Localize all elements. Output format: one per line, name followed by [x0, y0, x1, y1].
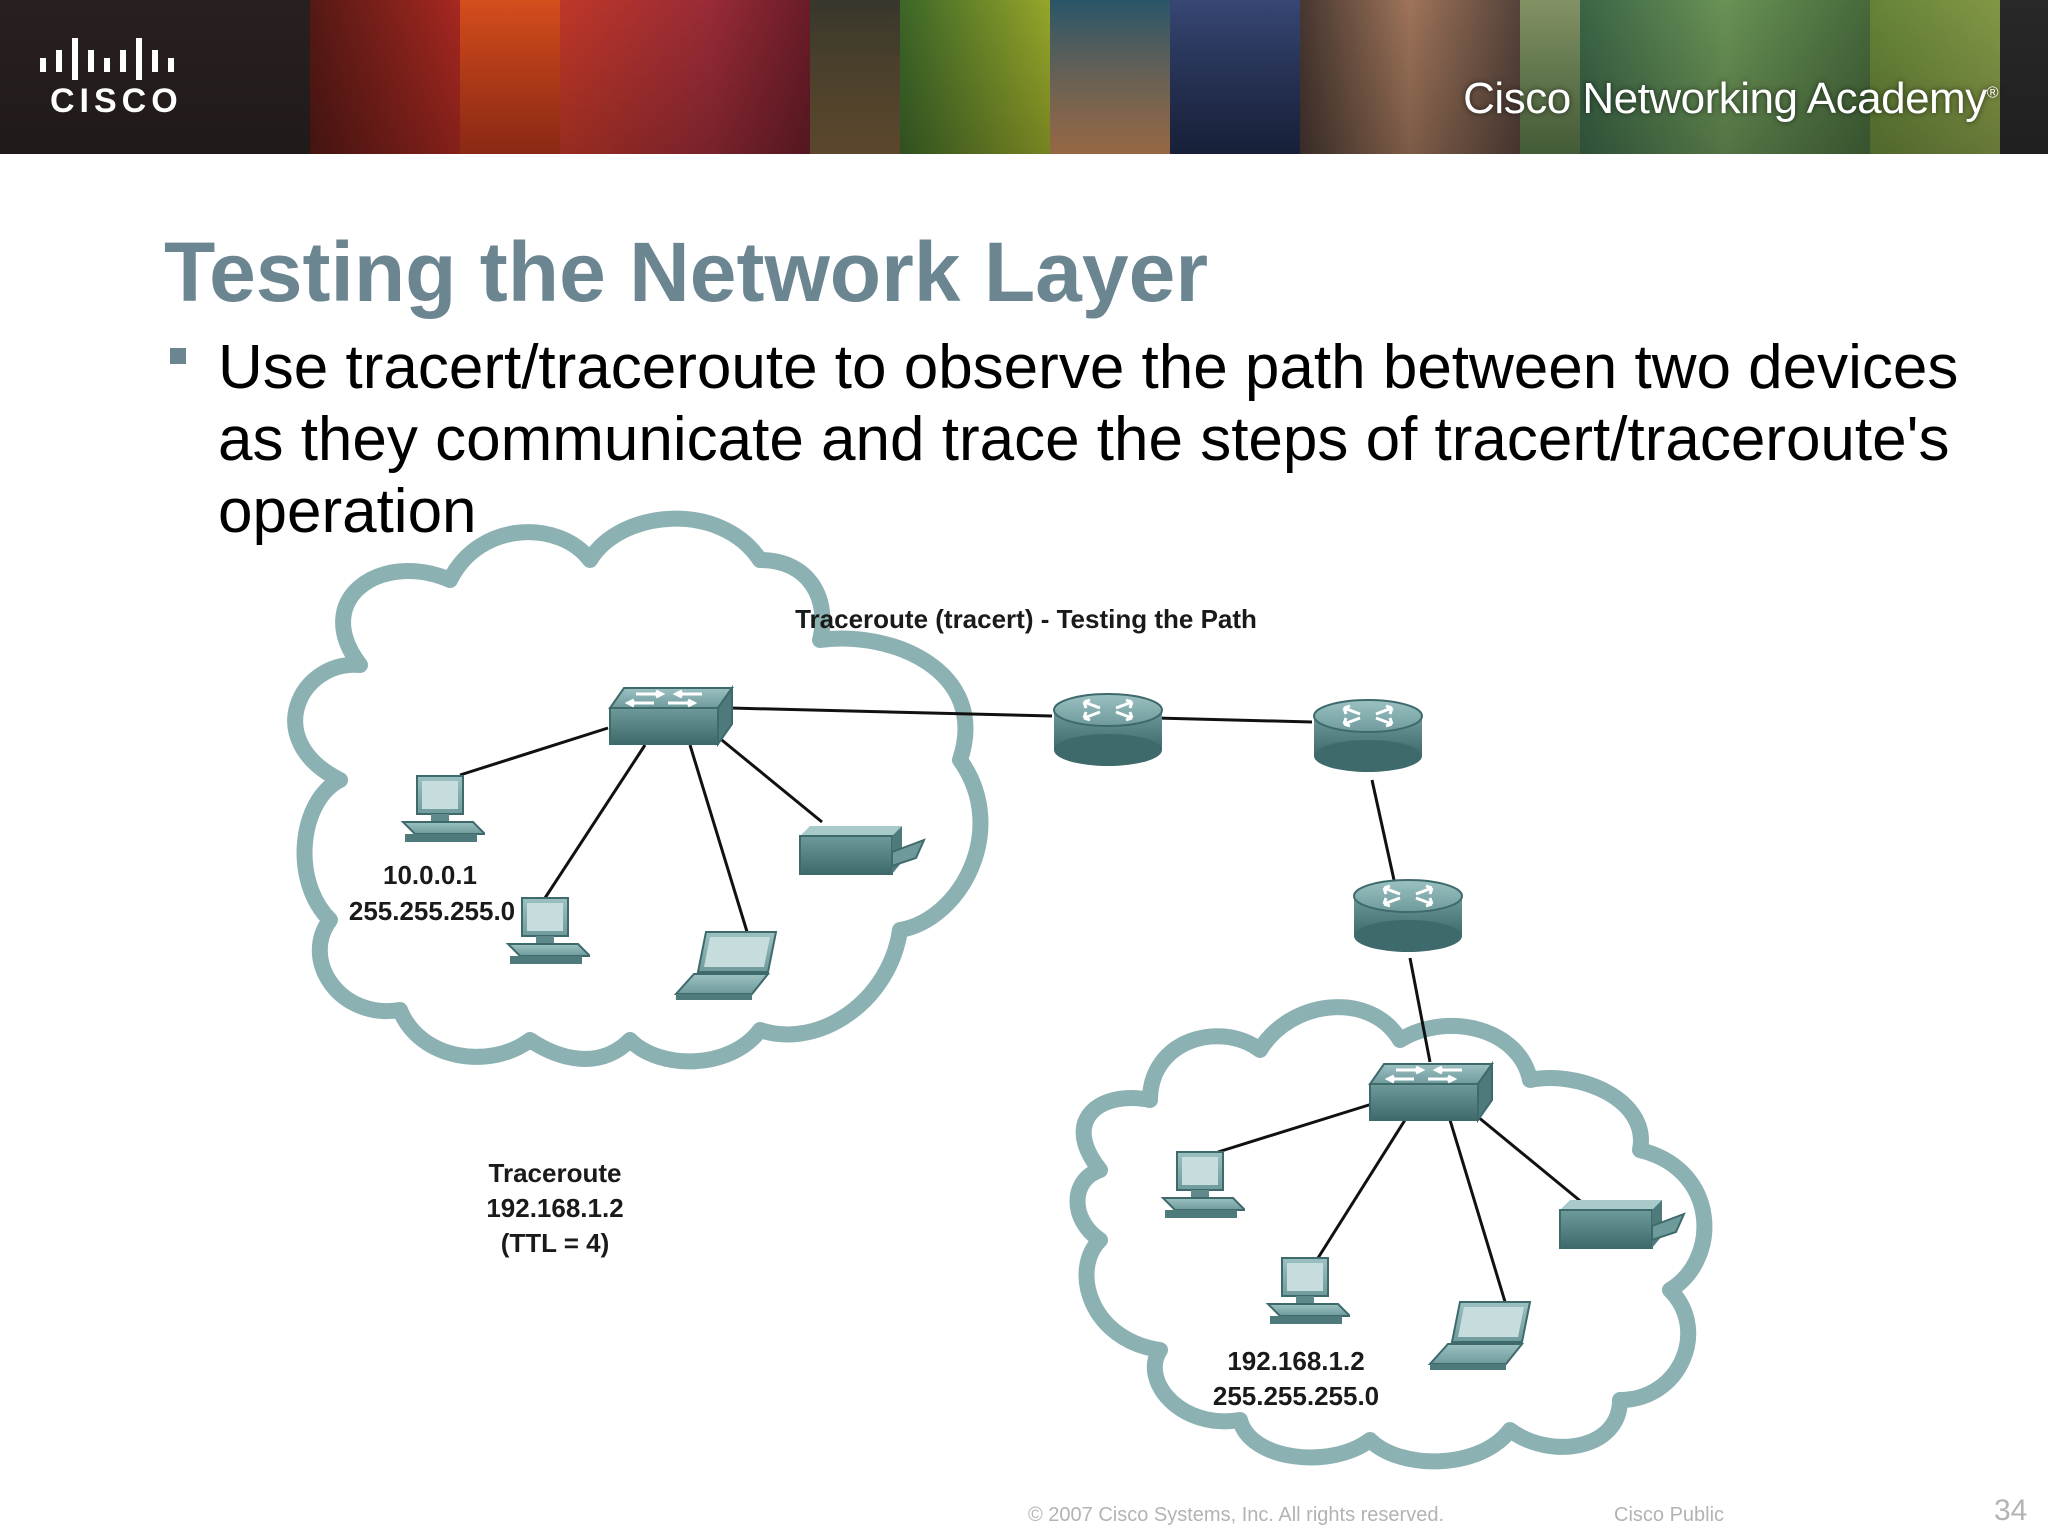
header-banner: CISCO Cisco Networking Academy® — [0, 0, 2048, 154]
cisco-logo: CISCO — [30, 36, 230, 126]
banner-shade — [0, 0, 2048, 154]
link-switch2-printer2 — [1471, 1110, 1585, 1206]
destination-pc-icon — [1267, 1257, 1350, 1325]
banner-photo-strip — [1580, 0, 1870, 154]
pc-icon — [1162, 1151, 1245, 1219]
link-switch2-laptop2 — [1448, 1119, 1508, 1306]
link-switch1-printer1 — [711, 730, 823, 824]
traceroute-target: 192.168.1.2 — [486, 1193, 623, 1223]
destination-ip: 192.168.1.2 — [1227, 1346, 1364, 1376]
router-1-icon — [1052, 692, 1164, 768]
academy-name: Cisco Networking Academy® — [1463, 74, 1998, 124]
slide-number: 34 — [1994, 1494, 2028, 1527]
link-router2-router3 — [1370, 779, 1396, 881]
source-ip: 10.0.0.1 — [383, 860, 477, 890]
laptop-icon — [1429, 1301, 1531, 1371]
banner-photo-strip — [310, 0, 460, 154]
left-lan-cloud — [287, 510, 989, 1070]
source-mask: 255.255.255.0 — [349, 896, 515, 926]
link-switch2-pc3 — [1217, 1102, 1373, 1154]
traceroute-ttl: (TTL = 4) — [501, 1228, 610, 1258]
banner-photo-strip — [1870, 0, 2000, 154]
traceroute-command: Traceroute — [489, 1158, 622, 1188]
destination-mask: 255.255.255.0 — [1213, 1381, 1379, 1411]
printer-icon — [1559, 1199, 1685, 1249]
link-router3-switch2 — [1408, 957, 1432, 1063]
diagram-title: Traceroute (tracert) - Testing the Path — [795, 604, 1257, 634]
router-3-icon — [1352, 878, 1464, 954]
link-switch1-pc1 — [459, 726, 609, 777]
banner-photo-strip — [900, 0, 1050, 154]
printer-icon — [799, 825, 925, 875]
slide-title: Testing the Network Layer — [164, 225, 1209, 319]
pc-icon — [507, 897, 590, 965]
router-2-icon — [1312, 698, 1424, 774]
link-switch1-pc2 — [543, 744, 647, 899]
footer-copyright: © 2007 Cisco Systems, Inc. All rights re… — [1028, 1504, 1445, 1526]
banner-photo-strip — [2000, 0, 2048, 154]
footer-classification: Cisco Public — [1614, 1504, 1725, 1526]
link-router1-router2 — [1155, 716, 1313, 724]
switch-1-icon — [608, 686, 734, 746]
network-links — [459, 706, 1585, 1306]
bullet-square-icon — [170, 348, 186, 364]
banner-photo-strip — [1170, 0, 1300, 154]
banner-photo-strip — [1520, 0, 1580, 154]
academy-name-text: Cisco Networking Academy — [1463, 74, 1987, 123]
laptop-icon — [675, 931, 777, 1001]
banner-photo-strip — [1050, 0, 1170, 154]
source-pc-icon — [402, 775, 485, 843]
banner-photo-strip — [460, 0, 560, 154]
right-lan-cloud — [1069, 999, 1713, 1470]
cisco-logo-word: CISCO — [50, 82, 183, 120]
link-switch1-router1 — [729, 706, 1053, 718]
banner-photo-strip — [1300, 0, 1520, 154]
banner-photo-strip — [810, 0, 900, 154]
cisco-logo-bars-icon — [40, 38, 174, 80]
registered-mark: ® — [1986, 84, 1999, 102]
link-switch1-laptop1 — [688, 744, 750, 936]
switch-2-icon — [1368, 1062, 1494, 1122]
bullet-text: Use tracert/traceroute to observe the pa… — [218, 333, 1959, 546]
banner-photo-strip — [560, 0, 810, 154]
link-switch2-pc4 — [1316, 1119, 1407, 1259]
